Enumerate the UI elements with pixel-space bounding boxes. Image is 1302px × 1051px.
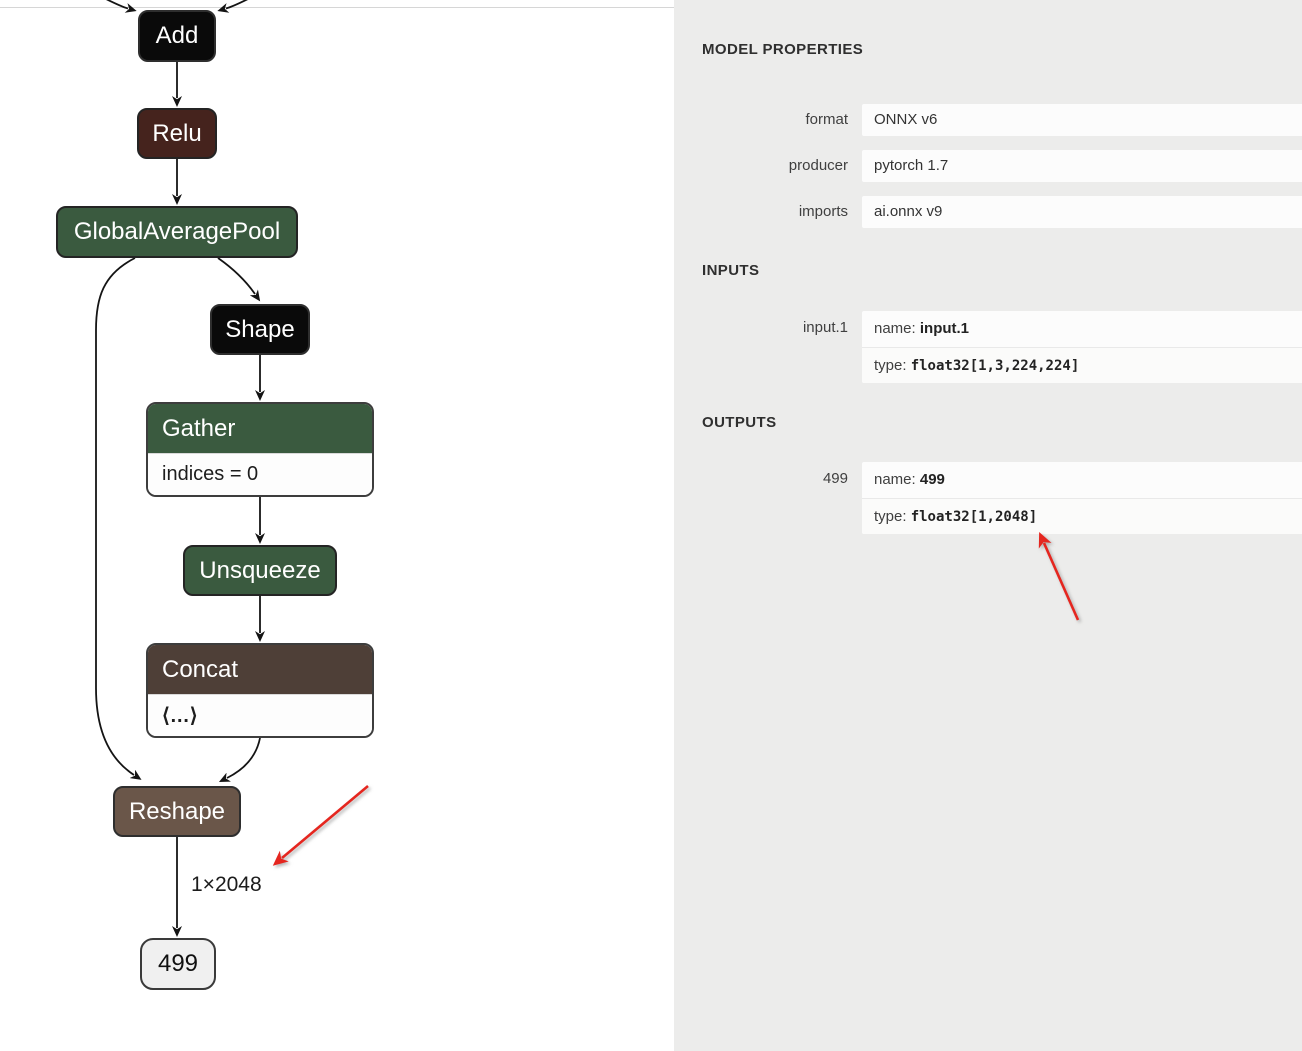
edge-into-add-right: [217, 0, 249, 13]
graph-edges: [95, 0, 265, 937]
input-type-row: type: float32[1,3,224,224]: [862, 347, 1302, 383]
property-row-imports: imports ai.onnx v9: [674, 196, 1302, 228]
node-relu[interactable]: Relu: [137, 108, 217, 159]
property-value-imports: ai.onnx v9: [862, 196, 1302, 228]
output-type-value: float32[1,2048]: [910, 509, 1038, 525]
node-concat-title: Concat: [148, 645, 372, 694]
properties-sidebar: MODEL PROPERTIES format ONNX v6 producer…: [674, 0, 1302, 1051]
property-label-imports: imports: [798, 203, 848, 220]
node-gather[interactable]: Gather indices = 0: [146, 402, 374, 497]
input-name-row: name: input.1: [862, 311, 1302, 347]
input-name-value: input.1: [919, 320, 970, 337]
output-type-row: type: float32[1,2048]: [862, 498, 1302, 534]
inputs-section-title: INPUTS: [702, 262, 760, 279]
node-gather-title: Gather: [148, 404, 372, 453]
input-detail-box: name: input.1 type: float32[1,3,224,224]: [862, 311, 1302, 383]
property-label-producer: producer: [788, 157, 848, 174]
node-shape-label: Shape: [225, 315, 295, 343]
node-globalaveragepool-label: GlobalAveragePool: [73, 218, 281, 245]
edge-into-add-left: [105, 0, 137, 13]
node-output-499[interactable]: 499: [140, 938, 216, 990]
edge-gap-reshape: [95, 257, 142, 780]
node-relu-label: Relu: [152, 119, 202, 147]
node-unsqueeze[interactable]: Unsqueeze: [183, 545, 337, 596]
input-type-prefix: type:: [874, 357, 911, 374]
input-label: input.1: [802, 319, 848, 336]
graph-canvas[interactable]: Add Relu GlobalAveragePool Shape Gather …: [0, 0, 674, 1051]
node-gather-attribute: indices = 0: [148, 453, 372, 495]
node-globalaveragepool[interactable]: GlobalAveragePool: [56, 206, 298, 258]
canvas-top-divider: [0, 7, 674, 8]
input-row: input.1 name: input.1 type: float32[1,3,…: [674, 311, 1302, 383]
input-type-value: float32[1,3,224,224]: [910, 358, 1080, 374]
node-concat-inputs: ⟨…⟩: [148, 694, 372, 736]
output-name-prefix: name:: [874, 471, 920, 488]
node-add-label: Add: [155, 22, 199, 49]
edge-concat-reshape: [218, 737, 261, 783]
outputs-section-title: OUTPUTS: [702, 414, 777, 431]
node-reshape-label: Reshape: [128, 797, 226, 825]
property-value-producer: pytorch 1.7: [862, 150, 1302, 182]
property-row-producer: producer pytorch 1.7: [674, 150, 1302, 182]
input-name-prefix: name:: [874, 320, 920, 337]
edge-gap-shape: [217, 257, 261, 302]
node-concat[interactable]: Concat ⟨…⟩: [146, 643, 374, 738]
node-reshape[interactable]: Reshape: [113, 786, 241, 837]
property-row-format: format ONNX v6: [674, 104, 1302, 136]
edge-paths: [95, 0, 265, 937]
output-row: 499 name: 499 type: float32[1,2048]: [674, 462, 1302, 534]
panel-title: MODEL PROPERTIES: [702, 41, 864, 58]
node-shape[interactable]: Shape: [210, 304, 310, 355]
output-type-prefix: type:: [874, 508, 911, 525]
property-value-format: ONNX v6: [862, 104, 1302, 136]
output-name-row: name: 499: [862, 462, 1302, 498]
output-label: 499: [822, 470, 848, 487]
node-add[interactable]: Add: [138, 10, 216, 62]
edge-shape-annotation: 1×2048: [191, 873, 262, 896]
output-name-value: 499: [919, 471, 945, 488]
node-output-499-label: 499: [157, 950, 199, 977]
output-detail-box: name: 499 type: float32[1,2048]: [862, 462, 1302, 534]
node-unsqueeze-label: Unsqueeze: [199, 556, 321, 584]
property-label-format: format: [805, 111, 848, 128]
